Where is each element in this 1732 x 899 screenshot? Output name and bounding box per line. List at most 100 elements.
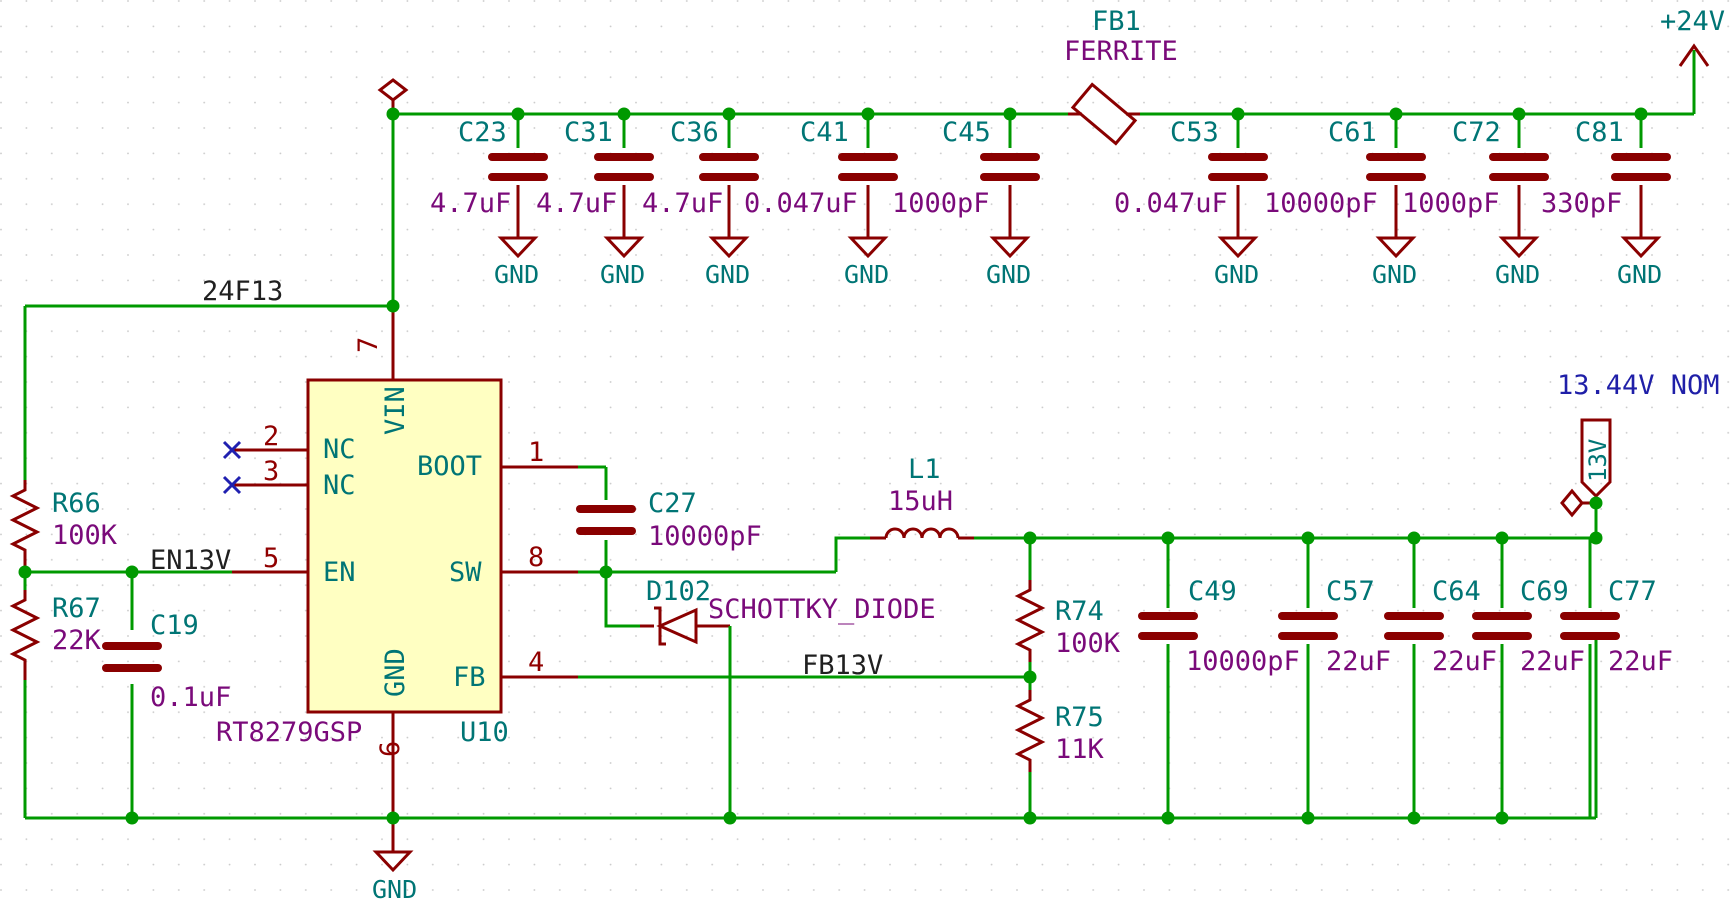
r74-value: 100K	[1055, 628, 1121, 659]
pin-num-nc2: 2	[263, 421, 279, 452]
junction-dot	[1023, 670, 1037, 684]
pin-name-vin: VIN	[380, 386, 411, 435]
cap-ref: C36	[670, 117, 719, 148]
ground-symbol-icon: GND	[372, 818, 417, 899]
gnd-label: GND	[1617, 260, 1662, 289]
input-cap-c31: C31 4.7uF GND	[536, 114, 654, 289]
cap-value: 10000pF	[1186, 646, 1300, 677]
junction-dot	[125, 811, 139, 825]
cap-value: 4.7uF	[536, 188, 617, 219]
cap-value: 0.047uF	[744, 188, 858, 219]
no-connect-icon	[222, 440, 242, 495]
junction-dot	[1161, 811, 1175, 825]
ground-rail	[25, 640, 1598, 820]
r66-ref: R66	[52, 488, 101, 519]
gnd-label: GND	[705, 260, 750, 289]
gnd-label: GND	[844, 260, 889, 289]
cap-value: 22uF	[1326, 646, 1391, 677]
plus24v-label: +24V	[1660, 6, 1725, 37]
junction-dot	[1301, 531, 1315, 545]
pin-num-vin: 7	[353, 337, 384, 353]
cap-value: 10000pF	[1264, 188, 1378, 219]
gnd-label: GND	[986, 260, 1031, 289]
junction-dot	[599, 565, 613, 579]
junction-dot	[1161, 531, 1175, 545]
junction-dot	[1495, 811, 1509, 825]
junction-dot	[1023, 811, 1037, 825]
gnd-label: GND	[1214, 260, 1259, 289]
cap-value: 22uF	[1608, 646, 1673, 677]
boot-capacitor-c27: C27 10000pF	[576, 465, 762, 572]
r75-value: 11K	[1055, 734, 1105, 765]
junction-dot	[18, 565, 32, 579]
input-cap-c45: C45 1000pF GND	[892, 114, 1040, 289]
note-13v44-nom: 13.44V NOM	[1557, 370, 1720, 401]
r74-ref: R74	[1055, 596, 1104, 627]
junction-dot	[386, 107, 400, 121]
junction-dot	[1634, 107, 1648, 121]
plus24v-rail: +24V	[1660, 6, 1725, 67]
cap-value: 0.047uF	[1114, 188, 1228, 219]
junction-dot	[511, 107, 525, 121]
input-capacitor-bank: C234.7uFGNDC314.7uFGNDC364.7uFGNDC410.04…	[430, 114, 1671, 289]
pin-name-nc2: NC	[323, 434, 356, 465]
junction-dot	[1023, 531, 1037, 545]
gnd-label: GND	[494, 260, 539, 289]
cap-value: 330pF	[1541, 188, 1622, 219]
feedback-divider: FB13V R74 100K R75 11K	[578, 538, 1121, 818]
r66-value: 100K	[52, 520, 118, 551]
junction-dot	[861, 107, 875, 121]
fb1-value: FERRITE	[1064, 36, 1178, 67]
cap-value: 1000pF	[1402, 188, 1500, 219]
gnd-label: GND	[1495, 260, 1540, 289]
pin-name-gnd: GND	[380, 648, 411, 697]
pin-num-sw: 8	[528, 542, 544, 573]
pin-name-fb: FB	[453, 662, 486, 693]
cap-ref: C31	[564, 117, 613, 148]
cap-ref: C45	[942, 117, 991, 148]
net-label-en13v: EN13V	[150, 545, 231, 576]
fb1-ref: FB1	[1092, 6, 1141, 37]
pin-name-boot: BOOT	[417, 451, 482, 482]
cap-value: 1000pF	[892, 188, 990, 219]
junction-dot	[1389, 107, 1403, 121]
junction-dot	[1512, 107, 1526, 121]
cap-value: 22uF	[1432, 646, 1497, 677]
net-label-fb13v: FB13V	[802, 650, 883, 681]
junction-dot	[617, 107, 631, 121]
cap-ref: C69	[1520, 576, 1569, 607]
junction-dot	[1003, 107, 1017, 121]
cap-value: 4.7uF	[430, 188, 511, 219]
pin-num-fb: 4	[528, 647, 544, 678]
cap-ref: C61	[1328, 117, 1377, 148]
gnd-label: GND	[600, 260, 645, 289]
c19-ref: C19	[150, 610, 199, 641]
junction-dot	[723, 811, 737, 825]
cap-ref: C64	[1432, 576, 1481, 607]
net-label-24f13: 24F13	[202, 276, 283, 307]
ic-part-number: RT8279GSP	[216, 717, 362, 748]
cap-ref: C81	[1575, 117, 1624, 148]
gnd-label: GND	[1372, 260, 1417, 289]
pin-name-sw: SW	[449, 557, 482, 588]
junction-dot	[1231, 107, 1245, 121]
junction-dot	[125, 565, 139, 579]
pin-num-en: 5	[263, 543, 279, 574]
input-cap-c61: C61 10000pF GND	[1264, 114, 1426, 289]
pin-num-gnd: 6	[375, 741, 406, 757]
cap-ref: C53	[1170, 117, 1219, 148]
d102-value: SCHOTTKY_DIODE	[708, 594, 936, 625]
r75-ref: R75	[1055, 702, 1104, 733]
junction-dot	[722, 107, 736, 121]
pin-num-nc3: 3	[263, 456, 279, 487]
input-cap-c81: C81 330pF GND	[1541, 114, 1671, 289]
l1-ref: L1	[908, 454, 941, 485]
